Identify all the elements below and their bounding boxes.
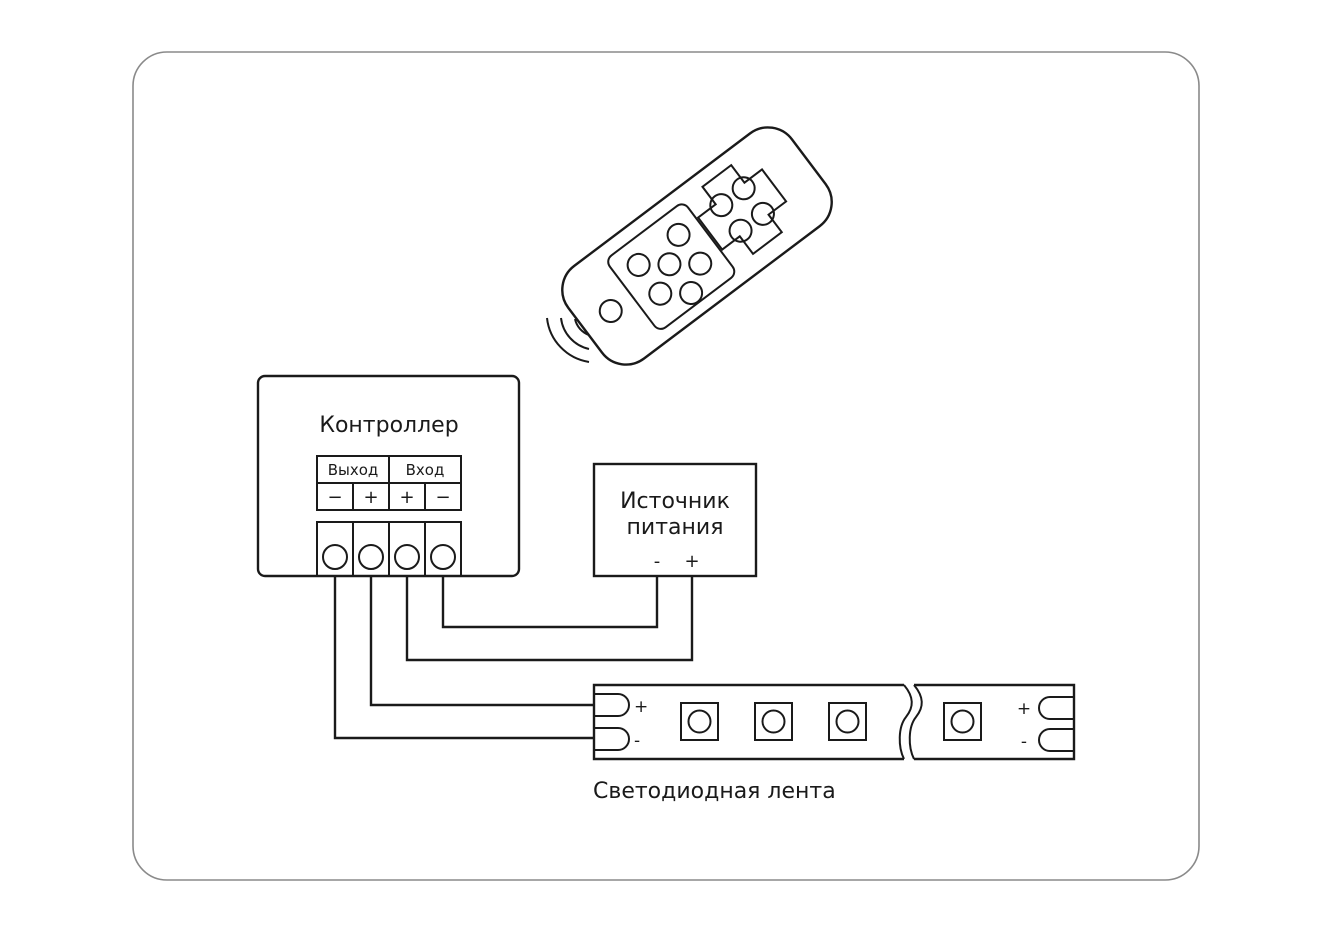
remote-button (666, 222, 691, 247)
power-supply-title-line2: питания (627, 515, 724, 540)
led-strip-section-left (592, 683, 904, 761)
strip-input-plus-pad (594, 693, 630, 717)
strip-output-plus-pad (1038, 696, 1074, 720)
remote-button (598, 298, 623, 323)
remote-button (709, 193, 734, 218)
remote-button (626, 252, 651, 277)
controller-title: Контроллер (319, 413, 458, 438)
remote-button (679, 281, 704, 306)
strip-input-plus-label: + (634, 697, 648, 717)
power-supply-block: Источник питания - + (592, 462, 758, 578)
power-supply-plus-label: + (684, 551, 699, 572)
strip-output-minus-pad (1038, 728, 1074, 752)
remote-button (731, 176, 756, 201)
wire-input-minus (441, 576, 659, 629)
strip-input-minus-pad (594, 727, 630, 751)
diagram-frame (132, 51, 1200, 881)
remote-button (750, 201, 775, 226)
remote-button (648, 281, 673, 306)
ir-signal-waves-icon (546, 317, 590, 363)
input-group-label: Вход (406, 461, 445, 479)
strip-output-minus-label: - (1021, 732, 1027, 752)
wires (333, 576, 694, 740)
remote-dpad-frame (696, 163, 788, 256)
led-chip (680, 702, 719, 741)
terminal-screw (322, 544, 348, 570)
wire-output-minus (333, 576, 594, 740)
terminal-screw (430, 544, 456, 570)
power-supply-body (592, 462, 758, 578)
led-chip (943, 702, 982, 741)
led-strip-section-right (914, 683, 1076, 761)
output-minus-label: − (327, 487, 342, 508)
terminal-screw (358, 544, 384, 570)
wire-input-plus (405, 576, 694, 662)
strip-break-right (908, 684, 923, 760)
wire-output-plus (369, 576, 594, 707)
led-chip (828, 702, 867, 741)
strip-output-plus-label: + (1017, 699, 1031, 719)
terminal-screw (394, 544, 420, 570)
power-supply-minus-label: - (654, 551, 661, 572)
ir-remote-icon (561, 126, 833, 366)
power-supply-title-line1: Источник (620, 489, 730, 514)
led-chip (754, 702, 793, 741)
remote-button (728, 218, 753, 243)
remote-button (657, 252, 682, 277)
output-group-label: Выход (328, 461, 379, 479)
led-strip: + - + - Светодиодная лента (592, 683, 1076, 804)
strip-break-left (898, 684, 913, 760)
output-plus-label: + (363, 487, 378, 508)
input-minus-label: − (435, 487, 450, 508)
remote-button (688, 251, 713, 276)
remote-body (561, 126, 833, 366)
strip-input-minus-label: - (634, 731, 640, 751)
input-plus-label: + (399, 487, 414, 508)
controller-block: Контроллер Выход Вход − + + − (256, 374, 521, 578)
led-strip-caption: Светодиодная лента (593, 779, 836, 804)
